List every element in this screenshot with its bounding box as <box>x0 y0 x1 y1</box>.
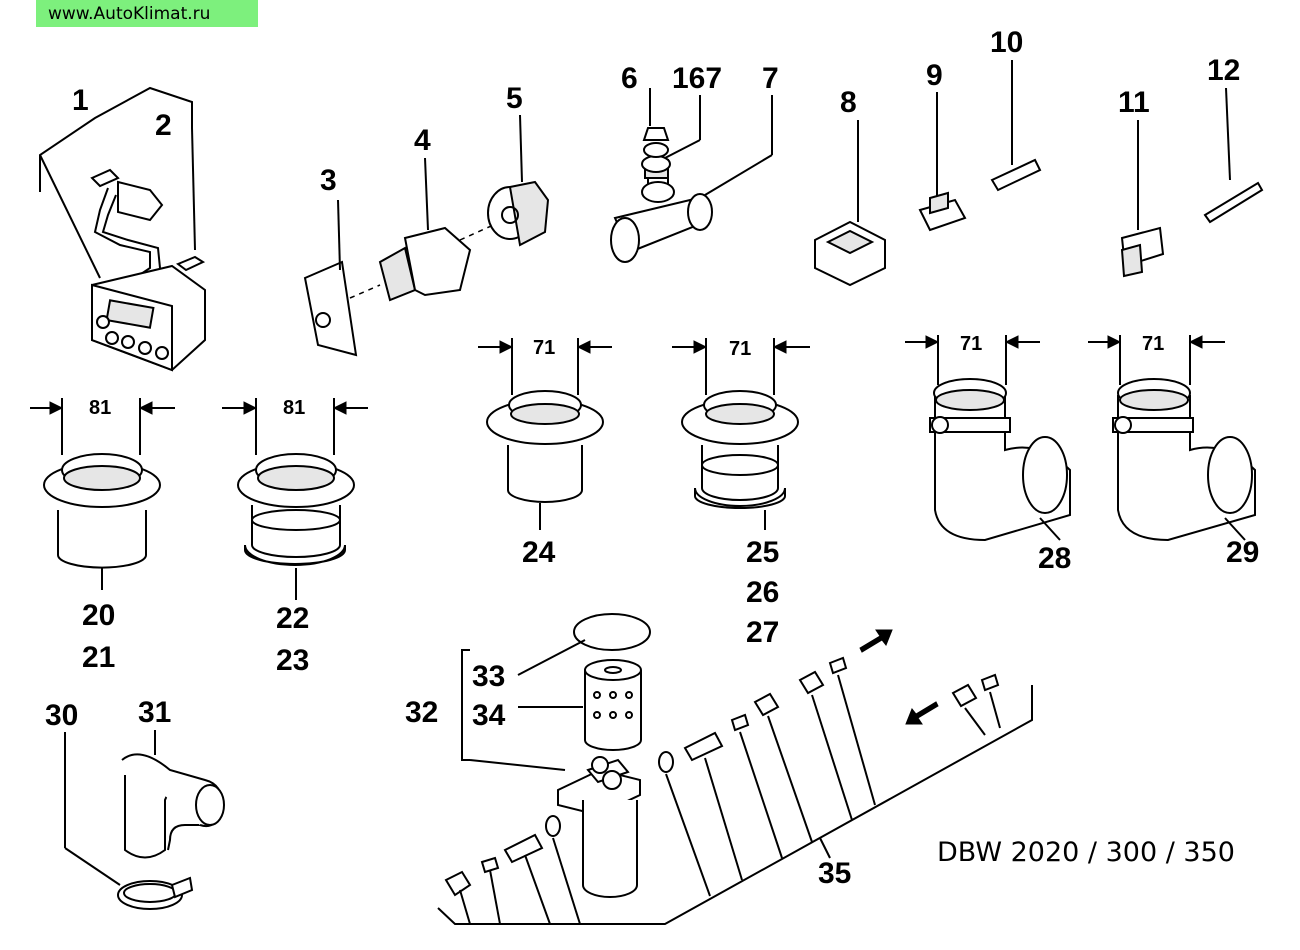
label-30: 30 <box>45 699 78 732</box>
label-8: 8 <box>840 86 857 119</box>
label-167: 167 <box>672 62 722 95</box>
dim-29: 71 <box>1142 333 1164 355</box>
label-4: 4 <box>414 124 431 157</box>
label-21: 21 <box>82 641 115 674</box>
dim-22: 81 <box>283 397 305 419</box>
part-12-terminal: 12 <box>1203 54 1264 224</box>
label-1: 1 <box>72 84 89 117</box>
label-28: 28 <box>1038 542 1071 575</box>
watermark-text[interactable]: www.AutoKlimat.ru <box>48 4 210 24</box>
part-9-connector: 9 <box>918 59 967 232</box>
model-caption: DBW 2020 / 300 / 350 <box>937 837 1235 868</box>
label-29: 29 <box>1226 536 1259 569</box>
part-22-23-outlet-81: 81 22 23 <box>222 397 368 677</box>
label-11: 11 <box>1118 86 1150 119</box>
label-7: 7 <box>762 62 779 95</box>
part-24-outlet-71: 71 24 <box>478 337 612 569</box>
part-8-connector-housing: 8 <box>814 86 886 287</box>
label-23: 23 <box>276 644 309 677</box>
label-2: 2 <box>155 109 172 142</box>
label-22: 22 <box>276 602 309 635</box>
dim-28: 71 <box>960 333 982 355</box>
label-3: 3 <box>320 164 337 197</box>
part-28-elbow-71: 71 28 <box>905 333 1071 575</box>
part-1-control-unit: 1 2 <box>39 84 206 372</box>
label-24: 24 <box>522 536 556 569</box>
part-6-167-7-tee-fitting: 6 167 7 <box>610 62 779 263</box>
part-3-switch-plate: 3 <box>303 164 358 357</box>
label-25: 25 <box>746 536 779 569</box>
part-32-35-fuel-filter: 32 33 34 35 <box>405 613 1033 925</box>
part-5-knob: 5 <box>487 82 550 247</box>
label-27: 27 <box>746 616 779 649</box>
label-34: 34 <box>472 699 506 732</box>
dim-25: 71 <box>729 338 751 360</box>
label-31: 31 <box>138 696 171 729</box>
part-10-terminal: 10 <box>990 26 1042 192</box>
part-11-connector: 11 <box>1118 86 1165 278</box>
label-5: 5 <box>506 82 523 115</box>
part-30-31-hose-clamp: 30 31 <box>45 696 225 910</box>
dim-20: 81 <box>89 397 111 419</box>
part-20-21-outlet-81: 81 20 21 <box>30 397 175 674</box>
label-32: 32 <box>405 696 438 729</box>
dim-24: 71 <box>533 337 555 359</box>
label-26: 26 <box>746 576 779 609</box>
label-33: 33 <box>472 660 505 693</box>
label-20: 20 <box>82 599 115 632</box>
label-35: 35 <box>818 857 851 890</box>
watermark-background <box>36 0 258 27</box>
part-4-switch: 4 <box>349 124 501 302</box>
label-12: 12 <box>1207 54 1240 87</box>
watermark[interactable]: www.AutoKlimat.ru <box>36 0 258 27</box>
part-25-27-outlet-71: 71 25 26 27 <box>672 338 810 649</box>
part-29-elbow-71: 71 29 <box>1088 333 1259 569</box>
label-9: 9 <box>926 59 943 92</box>
label-6: 6 <box>621 62 638 95</box>
label-10: 10 <box>990 26 1023 59</box>
